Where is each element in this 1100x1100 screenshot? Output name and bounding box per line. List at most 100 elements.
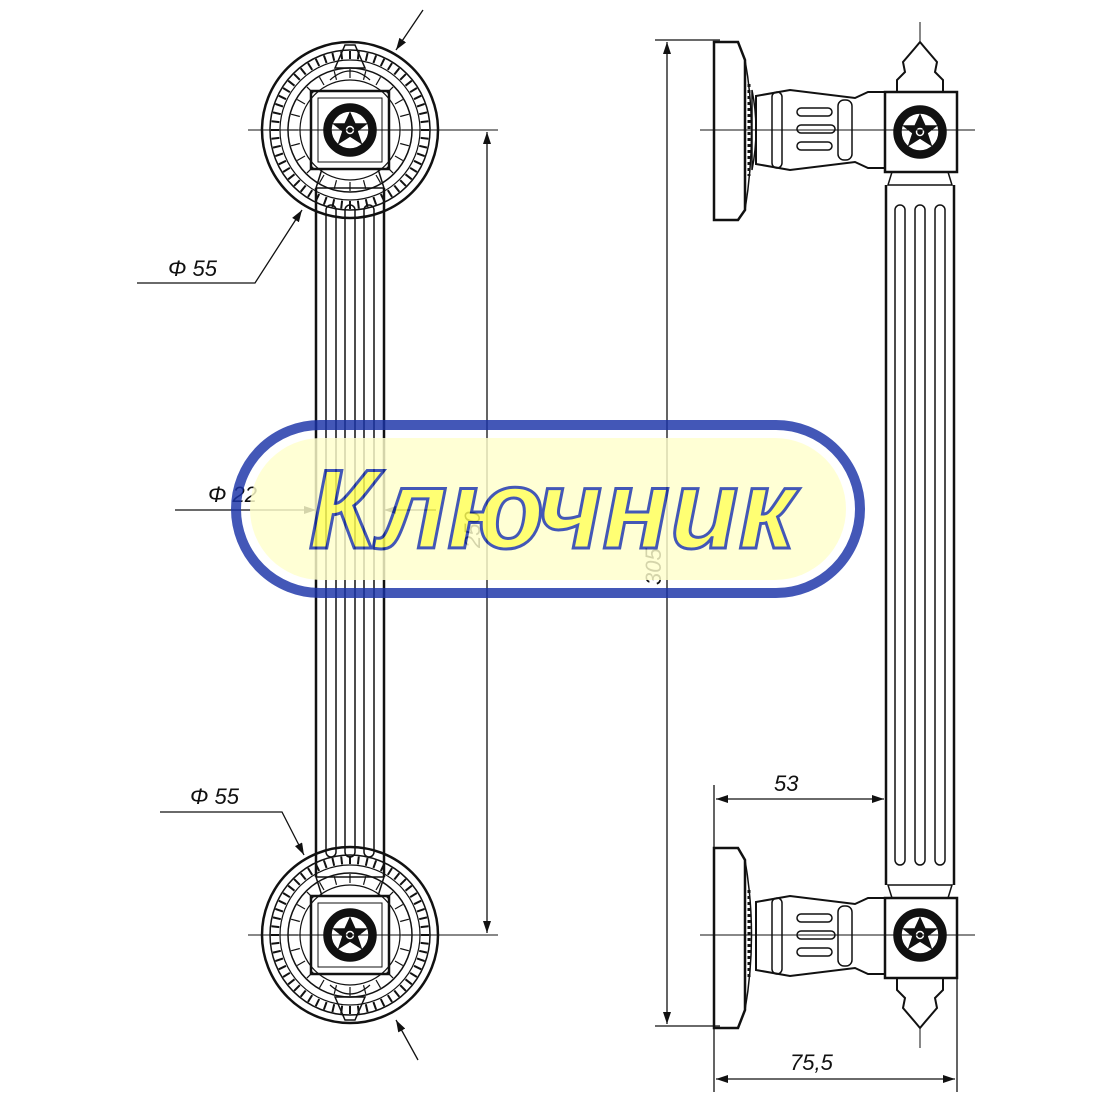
rosette-petal	[290, 918, 300, 923]
rosette-petal	[290, 113, 300, 118]
rim-tooth	[282, 166, 291, 173]
rim-tooth	[413, 899, 422, 906]
rim-tooth	[413, 964, 422, 971]
rim-tooth	[386, 62, 393, 71]
rosette-petal	[296, 903, 306, 910]
rim-tooth	[393, 67, 401, 76]
overall-depth-label: 75,5	[790, 1050, 834, 1075]
rosette-petal	[296, 960, 306, 967]
rosette-petal	[318, 881, 325, 891]
rim-tooth	[322, 55, 328, 64]
rim-tooth	[271, 136, 280, 140]
rim-tooth	[299, 872, 307, 881]
rim-tooth	[409, 166, 418, 173]
side-bar	[884, 185, 956, 885]
rim-tooth	[299, 67, 307, 76]
rim-tooth	[409, 87, 418, 94]
rim-tooth	[272, 949, 282, 954]
rim-tooth	[393, 989, 401, 998]
rim-tooth	[282, 971, 291, 978]
rim-tooth	[275, 102, 284, 108]
rosette-petal	[290, 947, 300, 952]
rim-tooth	[379, 58, 386, 67]
rosette-petal	[394, 98, 404, 105]
rim-tooth	[293, 73, 301, 81]
rim-tooth	[379, 998, 386, 1007]
rim-tooth	[272, 111, 282, 116]
rosette-petal	[375, 881, 382, 891]
rim-tooth	[331, 857, 336, 867]
rim-tooth	[331, 1003, 336, 1013]
rim-tooth	[275, 907, 284, 913]
rim-tooth	[404, 79, 413, 87]
rim-tooth	[282, 892, 291, 899]
rim-tooth	[372, 55, 378, 64]
front-view	[248, 40, 498, 1025]
top-mount	[712, 22, 959, 222]
rim-tooth	[331, 52, 336, 62]
rim-tooth	[307, 189, 314, 198]
rim-tooth	[287, 884, 296, 892]
rim-tooth	[271, 925, 280, 929]
rim-tooth	[314, 58, 321, 67]
rim-tooth	[409, 892, 418, 899]
rim-tooth	[356, 200, 360, 209]
rim-tooth	[275, 957, 284, 963]
rim-tooth	[293, 878, 301, 886]
rim-tooth	[364, 52, 369, 62]
rim-tooth	[287, 79, 296, 87]
rim-tooth	[420, 925, 429, 929]
rim-tooth	[287, 173, 296, 181]
rim-tooth	[413, 159, 422, 166]
rim-tooth	[420, 136, 429, 140]
rim-tooth	[393, 184, 401, 193]
rim-tooth	[372, 196, 378, 205]
rim-tooth	[420, 941, 429, 945]
rim-tooth	[416, 152, 425, 158]
rosette-petal	[318, 174, 325, 184]
rim-tooth	[364, 857, 369, 867]
rim-tooth	[409, 971, 418, 978]
rosette-petal	[400, 918, 410, 923]
rim-tooth	[416, 102, 425, 108]
rim-tooth	[314, 998, 321, 1007]
rim-tooth	[307, 867, 314, 876]
rim-tooth	[404, 884, 413, 892]
dimension-labels: Φ 55 Φ 55 Φ 22 250 305 53 75,5	[168, 256, 834, 1075]
rim-tooth	[418, 949, 428, 954]
rim-tooth	[272, 916, 282, 921]
rosette-petal	[290, 142, 300, 147]
rim-tooth	[364, 1003, 369, 1013]
rim-tooth	[307, 994, 314, 1003]
watermark: Ключник	[231, 420, 865, 598]
rim-tooth	[399, 984, 407, 992]
rosette-petal	[375, 979, 382, 989]
rim-tooth	[399, 73, 407, 81]
rosette-petal	[296, 98, 306, 105]
rim-tooth	[293, 179, 301, 187]
rim-tooth	[322, 196, 328, 205]
rim-tooth	[299, 989, 307, 998]
rim-tooth	[278, 159, 287, 166]
rim-tooth	[386, 867, 393, 876]
rim-tooth	[278, 899, 287, 906]
rim-tooth	[275, 152, 284, 158]
rim-tooth	[299, 184, 307, 193]
projection-label: 53	[774, 771, 799, 796]
rosette-petal	[318, 76, 325, 86]
rim-tooth	[386, 994, 393, 1003]
rosette-petal	[394, 155, 404, 162]
rim-tooth	[372, 860, 378, 869]
rim-tooth	[399, 179, 407, 187]
rim-tooth	[416, 957, 425, 963]
rosette-petal	[375, 174, 382, 184]
rim-tooth	[278, 94, 287, 101]
rim-tooth	[282, 87, 291, 94]
rim-tooth	[404, 978, 413, 986]
bottom-mount	[712, 846, 959, 1048]
rim-tooth	[356, 856, 360, 865]
rosette-petal	[318, 979, 325, 989]
rim-tooth	[272, 144, 282, 149]
rim-tooth	[293, 984, 301, 992]
